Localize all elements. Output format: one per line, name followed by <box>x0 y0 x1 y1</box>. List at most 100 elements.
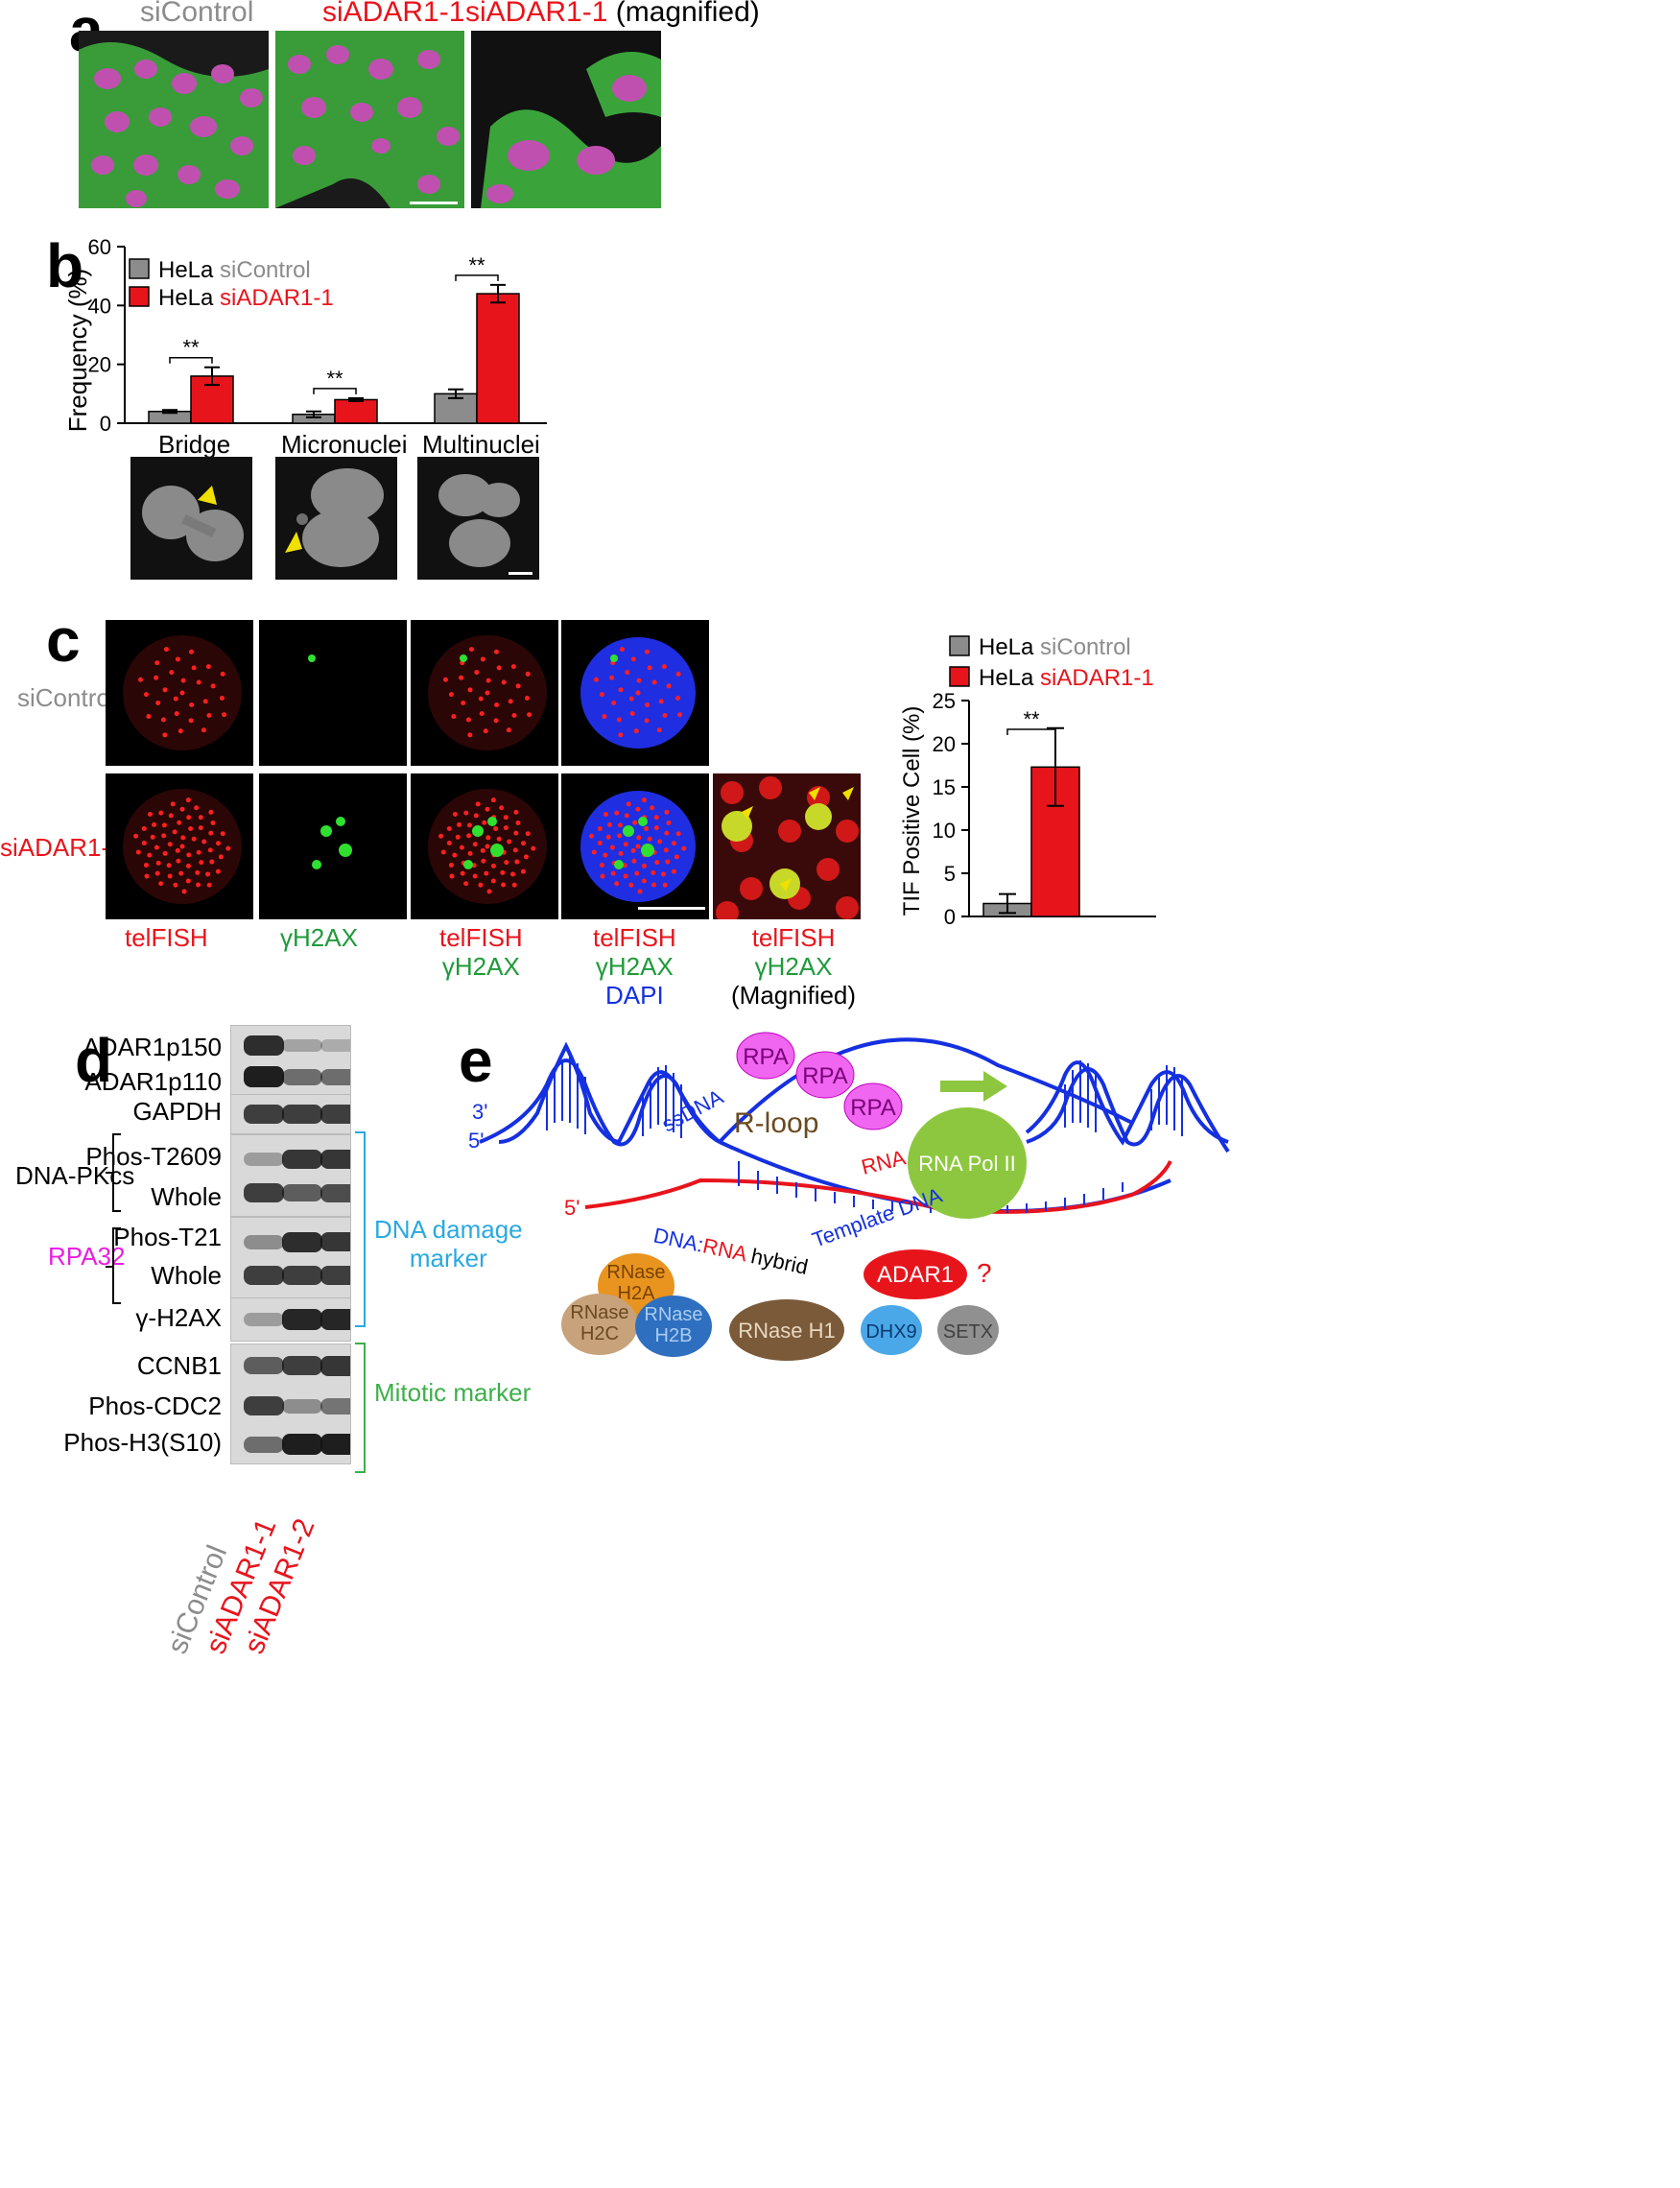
rpa-protein <box>795 1051 855 1099</box>
arrowhead-icon <box>198 486 217 505</box>
fish-image-siadar-red <box>106 773 253 919</box>
blot-label-h3: Phos-H3(S10) <box>63 1428 222 1457</box>
fish-image-sicontrol-green <box>259 620 407 766</box>
blot-band <box>320 1434 350 1456</box>
svg-text:5': 5' <box>564 1196 580 1220</box>
fish-image-siadar-dapi <box>561 773 709 919</box>
blot-band <box>320 1105 350 1124</box>
fish-image-sicontrol-dapi <box>561 620 709 766</box>
y-tick-label: 20 <box>88 353 111 377</box>
panel-label-c: c <box>46 606 81 675</box>
significance-label: ** <box>1023 707 1040 731</box>
blot-strip <box>230 1344 351 1464</box>
dhx9-protein <box>861 1305 922 1355</box>
blot-label-dnapk: DNA-PKcs <box>15 1161 135 1190</box>
bar <box>334 398 378 424</box>
blot-band <box>282 1231 322 1252</box>
nucleus-bridge-image <box>130 457 252 580</box>
blot-band <box>320 1266 350 1286</box>
significance-label: ** <box>182 336 200 360</box>
panel-c-legend-ctrl: HeLa siControl <box>979 634 1131 660</box>
significance-label: ** <box>468 253 485 277</box>
blot-band <box>244 1066 284 1088</box>
svg-text:RPA: RPA <box>850 1095 896 1121</box>
panel-b-bars: ** ** ** <box>148 253 520 424</box>
blot-label-dnapk-whole: Whole <box>151 1182 222 1211</box>
y-tick-label: 25 <box>933 689 956 713</box>
rnase-h2b <box>635 1296 712 1357</box>
panel-c-chart: HeLa siControl HeLa siADAR1-1 TIF Positi… <box>899 634 1156 929</box>
rnase-h1 <box>729 1299 844 1361</box>
svg-text:ADAR1: ADAR1 <box>877 1262 954 1288</box>
y-tick-label: 5 <box>944 862 956 886</box>
y-tick-label: 10 <box>933 819 956 843</box>
panel-b-cat-micronuclei: Micronuclei <box>281 430 408 459</box>
blot-band <box>244 1153 284 1167</box>
dna-rna-hybrid-label: DNA:RNA hybrid <box>651 1223 810 1279</box>
panel-a-title-sicontrol: siControl <box>140 0 254 28</box>
panel-label-d: d <box>75 1026 113 1095</box>
blot-label-rpa-whole: Whole <box>151 1261 222 1290</box>
blot-label-dnapk-phos: Phos-T2609 <box>85 1142 222 1171</box>
svg-text:3': 3' <box>472 1100 487 1124</box>
blot-band <box>282 1309 322 1330</box>
blot-band <box>244 1105 284 1124</box>
panel-b-legend-ctrl: HeLa siControl <box>158 257 311 283</box>
blot-band <box>320 1231 350 1252</box>
blot-band <box>282 1434 322 1456</box>
legend-swatch-ctrl <box>949 635 970 656</box>
blot-band <box>320 1068 350 1085</box>
blot-band <box>244 1035 284 1057</box>
bar <box>476 293 520 424</box>
bracket-left <box>106 1133 121 1304</box>
rpa-protein <box>736 1032 795 1080</box>
svg-text:RNase: RNase <box>644 1304 702 1325</box>
blot-band <box>320 1309 350 1330</box>
arrowhead-icon <box>809 787 820 800</box>
direction-arrow-icon <box>940 1071 1007 1102</box>
fish-image-siadar-merge <box>411 773 558 919</box>
significance-label: ** <box>326 367 343 391</box>
blot-band <box>282 1266 322 1286</box>
blot-band <box>282 1398 322 1414</box>
y-tick-label: 0 <box>100 412 111 436</box>
panel-c-caption-1: telFISH <box>125 923 208 952</box>
svg-text:RNA Pol II: RNA Pol II <box>918 1152 1015 1176</box>
panel-b-ylabel: Frequency (%) <box>63 269 92 433</box>
right-helix <box>1025 1060 1230 1153</box>
svg-text:RPA: RPA <box>743 1044 789 1070</box>
blot-band <box>320 1149 350 1170</box>
svg-text:H2A: H2A <box>618 1283 656 1304</box>
blot-label-h2ax: γ-H2AX <box>135 1303 222 1332</box>
blot-label-ccnb1: CCNB1 <box>136 1351 222 1380</box>
fish-image-sicontrol-red <box>106 620 253 766</box>
y-tick-label: 0 <box>944 905 956 929</box>
svg-text:5': 5' <box>468 1129 484 1153</box>
svg-text:RNA: RNA <box>859 1145 908 1179</box>
arrowhead-icon <box>780 878 792 892</box>
micrograph-sicontrol <box>79 31 269 208</box>
legend-swatch-adar <box>949 666 970 687</box>
significance-bracket <box>455 274 499 281</box>
panel-b-cat-bridge: Bridge <box>158 430 231 459</box>
panel-b-cat-multinuclei: Multinuclei <box>422 430 540 459</box>
panel-c-row-sicontrol: siControl <box>17 683 116 712</box>
significance-bracket <box>169 356 213 364</box>
blot-band <box>282 1068 322 1085</box>
panel-c-ylabel: TIF Positive Cell (%) <box>899 706 925 916</box>
y-tick-label: 40 <box>88 294 111 318</box>
blot-band <box>244 1313 284 1326</box>
svg-text:ssDNA: ssDNA <box>658 1084 727 1136</box>
y-tick-label: 20 <box>933 732 956 756</box>
blot-band <box>244 1436 284 1453</box>
blot-band <box>244 1396 284 1416</box>
panel-label-e: e <box>459 1026 493 1095</box>
legend-swatch-adar <box>129 286 150 307</box>
significance-bracket <box>313 388 357 394</box>
panel-a-title-siadar: siADAR1-1 <box>322 0 465 28</box>
